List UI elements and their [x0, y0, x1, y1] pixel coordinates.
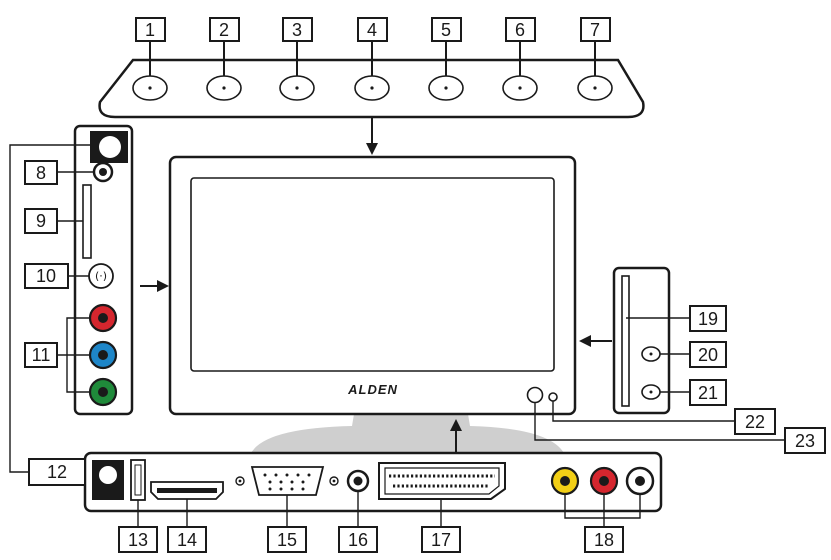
right-card-slot: [621, 275, 630, 407]
svg-text:5: 5: [441, 20, 451, 40]
svg-text:1: 1: [145, 20, 155, 40]
svg-text:17: 17: [431, 530, 451, 550]
svg-text:15: 15: [277, 530, 297, 550]
svg-text:12: 12: [47, 462, 67, 482]
svg-text:3: 3: [292, 20, 302, 40]
label-11: 11: [24, 342, 58, 368]
svg-text:14: 14: [177, 530, 197, 550]
svg-text:16: 16: [348, 530, 368, 550]
svg-text:19: 19: [698, 309, 718, 329]
number-labels: 1 2 3 4 5 6 7 8 9 10 11 12 13 14 15 16 1…: [24, 17, 826, 553]
label-22: 22: [734, 408, 776, 435]
tv-monitor: ALDEN: [168, 155, 577, 416]
label-21: 21: [689, 379, 727, 406]
bottom-leader-lines: [137, 491, 641, 527]
connection-arrows: [140, 117, 612, 453]
ir-sensor: [548, 392, 558, 402]
label-13: 13: [118, 526, 158, 553]
power-indicator: [526, 386, 544, 404]
brand-logo: ALDEN: [347, 382, 398, 397]
label-19: 19: [689, 305, 727, 332]
svg-text:22: 22: [745, 412, 765, 432]
svg-text:21: 21: [698, 383, 718, 403]
label-18: 18: [584, 526, 624, 553]
label-3: 3: [282, 17, 313, 42]
left-side-panel: (·): [73, 124, 134, 416]
label-7: 7: [580, 17, 611, 42]
vga-port: [235, 466, 339, 496]
tv-screen: [190, 177, 555, 372]
scart-port: [378, 462, 506, 500]
svg-text:7: 7: [590, 20, 600, 40]
label-8: 8: [24, 160, 58, 185]
label-23: 23: [784, 427, 826, 454]
svg-text:8: 8: [36, 163, 46, 183]
label-12: 12: [28, 458, 86, 486]
label-15: 15: [267, 526, 307, 553]
top-leader-lines: [149, 41, 596, 76]
label-2: 2: [209, 17, 240, 42]
svg-text:4: 4: [367, 20, 377, 40]
label-14: 14: [167, 526, 207, 553]
svg-text:11: 11: [32, 345, 51, 365]
svg-text:2: 2: [219, 20, 229, 40]
svg-text:10: 10: [36, 266, 56, 286]
bottom-connector-panel: [83, 451, 663, 513]
label-6: 6: [505, 17, 536, 42]
svg-text:(·): (·): [95, 270, 107, 283]
svg-text:18: 18: [594, 530, 614, 550]
left-leader-lines: [9, 144, 94, 473]
label-10: 10: [24, 263, 69, 289]
label-4: 4: [357, 17, 388, 42]
card-slot: [82, 184, 92, 259]
label-16: 16: [338, 526, 378, 553]
tv-stand: [250, 414, 565, 455]
label-20: 20: [689, 341, 727, 368]
top-button-panel: [98, 58, 645, 119]
svg-text:23: 23: [795, 431, 815, 451]
right-leader-lines: [534, 317, 785, 441]
right-side-panel: [612, 266, 671, 415]
label-5: 5: [431, 17, 462, 42]
label-9: 9: [24, 208, 58, 234]
svg-text:13: 13: [128, 530, 148, 550]
svg-text:9: 9: [36, 211, 46, 231]
label-1: 1: [135, 17, 166, 42]
svg-text:6: 6: [515, 20, 525, 40]
label-17: 17: [421, 526, 461, 553]
svg-text:20: 20: [698, 345, 718, 365]
